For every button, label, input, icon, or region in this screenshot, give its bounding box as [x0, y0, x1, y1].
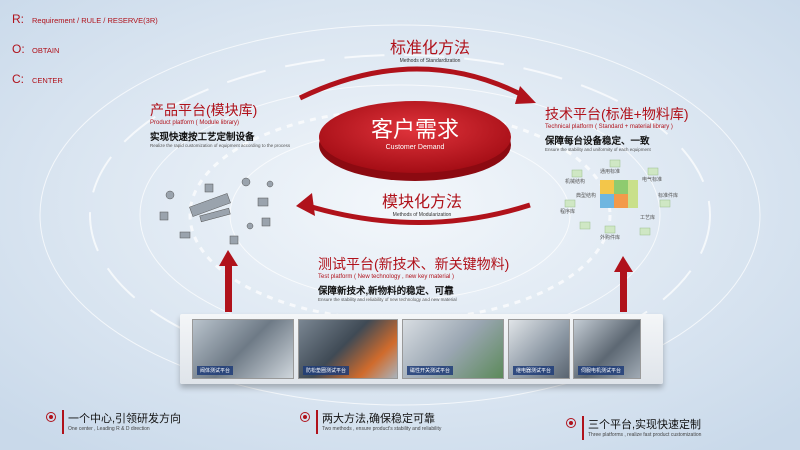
test-platform: 测试平台(新技术、新关键物料) Test platform ( New tech…: [318, 254, 509, 302]
legend-item-c: C: CENTER: [12, 72, 63, 86]
cube-label: 标准件库: [658, 193, 679, 199]
product-platform: 产品平台(模块库) Product platform ( Module libr…: [150, 100, 290, 148]
cube-label: 工艺库: [640, 215, 656, 221]
legend-item-r: R: Requirement / RULE / RESERVE(3R): [12, 12, 158, 26]
cube-label: 外购件库: [600, 235, 621, 241]
tech-platform-desc-en: Ensure the stability and uniformity of e…: [545, 147, 651, 152]
cube-label: 电气标准: [642, 177, 663, 183]
photo-caption: 伺服电机测试平台: [578, 366, 625, 375]
legend-key: O:: [12, 42, 25, 56]
legend-text: OBTAIN: [32, 46, 60, 55]
divider: [316, 410, 318, 434]
photo-caption: 阀体测试平台: [197, 366, 234, 375]
flow-title: 模块化方法: [381, 194, 462, 211]
flow-subtitle: Methods of Modularization: [392, 212, 452, 218]
customer-demand: 客户需求 Customer Demand: [340, 112, 490, 151]
bottom-title: 两大方法,确保稳定可靠: [322, 413, 436, 425]
center-subtitle: Customer Demand: [385, 144, 445, 151]
cube-label: 程序库: [560, 209, 576, 215]
photo-tray: 阀体测试平台 防松垫圈测试平台 磁性开关测试平台 继电器测试平台 伺服电机测试平…: [180, 314, 663, 384]
standardization-label: 标准化方法 Methods of Standardization: [370, 34, 490, 64]
legend-text: CENTER: [32, 76, 63, 85]
bottom-subtitle: One center , Leading R & D direction: [68, 426, 150, 432]
product-platform-subtitle: Product platform ( Module library): [150, 120, 240, 126]
photo-magnetic-switch-test: 磁性开关测试平台: [402, 319, 504, 379]
photo-caption: 磁性开关测试平台: [407, 366, 454, 375]
center-title: 客户需求: [370, 117, 459, 142]
legend-key: R:: [12, 12, 24, 26]
tech-platform-subtitle: Technical platform ( Standard + material…: [545, 124, 673, 130]
cube-label: 典型结构: [576, 193, 597, 199]
test-platform-desc-en: Ensure the stability and reliability of …: [318, 297, 457, 302]
product-platform-desc-en: Realize the rapid customization of equip…: [150, 143, 291, 148]
tech-platform: 技术平台(标准+物料库) Technical platform ( Standa…: [545, 104, 689, 152]
modularization-label: 模块化方法 Methods of Modularization: [362, 188, 482, 218]
divider: [62, 410, 64, 434]
photo-washer-test: 防松垫圈测试平台: [298, 319, 398, 379]
legend-item-o: O: OBTAIN: [12, 42, 59, 56]
tech-platform-title: 技术平台(标准+物料库): [545, 106, 689, 122]
bullet-icon: [300, 412, 310, 422]
cube-label: 机械结构: [565, 179, 586, 185]
photo-relay-test: 继电器测试平台: [508, 319, 570, 379]
test-platform-title: 测试平台(新技术、新关键物料): [318, 256, 510, 272]
flow-title: 标准化方法: [389, 40, 470, 57]
photo-caption: 继电器测试平台: [513, 366, 555, 375]
product-platform-title: 产品平台(模块库): [150, 102, 258, 118]
divider: [582, 416, 584, 440]
tech-platform-desc: 保障每台设备稳定、一致: [545, 136, 650, 147]
legend-text: Requirement / RULE / RESERVE(3R): [32, 16, 158, 25]
bottom-title: 一个中心,引领研发方向: [68, 413, 182, 425]
legend-key: C:: [12, 72, 24, 86]
product-platform-desc: 实现快速按工艺定制设备: [150, 132, 255, 143]
bottom-subtitle: Three platforms , realize fast product c…: [588, 432, 702, 438]
photo-caption: 防松垫圈测试平台: [303, 366, 350, 375]
bottom-subtitle: Two methods , ensure product's stability…: [322, 426, 442, 432]
bottom-title: 三个平台,实现快速定制: [588, 419, 702, 431]
test-platform-desc: 保障新技术,新物料的稳定、可靠: [318, 286, 454, 297]
cube-label: 通用标准: [600, 169, 621, 175]
flow-subtitle: Methods of Standardization: [399, 58, 461, 64]
photo-servo-test: 伺服电机测试平台: [573, 319, 641, 379]
photo-valve-test: 阀体测试平台: [192, 319, 294, 379]
bullet-icon: [566, 418, 576, 428]
bullet-icon: [46, 412, 56, 422]
test-platform-subtitle: Test platform ( New technology , new key…: [318, 274, 455, 280]
